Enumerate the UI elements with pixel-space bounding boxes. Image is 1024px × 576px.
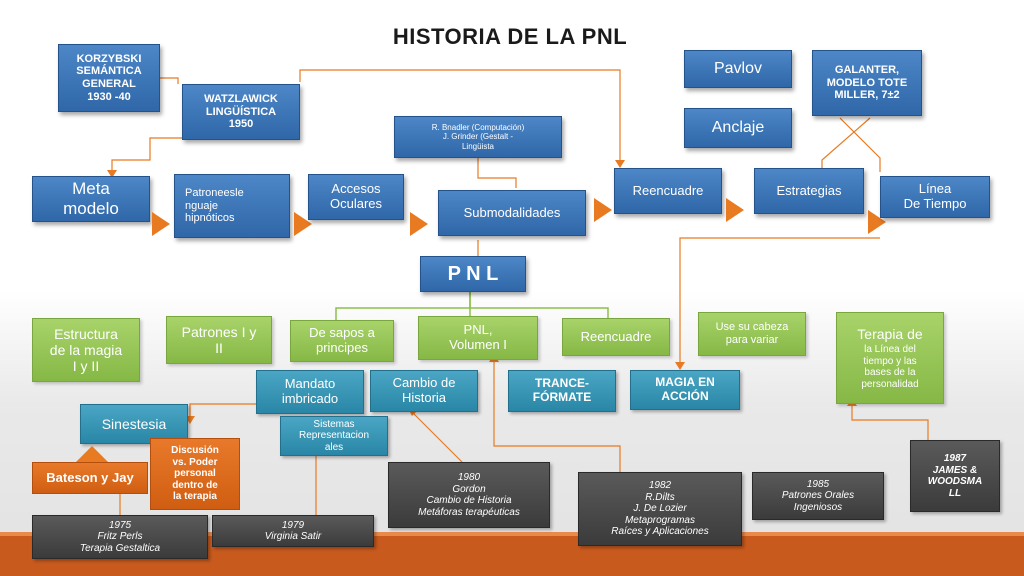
mandato-imbricado-box: Mandato imbricado — [256, 370, 364, 414]
link-watzlawick-meta — [111, 137, 210, 172]
estructura-magia-box: Estructura de la magia I y II — [32, 318, 140, 382]
bateson-arrowhead — [74, 446, 110, 464]
arrowhead-magia — [675, 362, 685, 370]
year-1979-box: 1979 Virginia Satir — [212, 515, 374, 547]
accesos-oculares-box: Accesos Oculares — [308, 174, 404, 220]
use-su-cabeza-box: Use su cabeza para variar — [698, 312, 806, 356]
link-korzybski-watzlawick — [160, 77, 179, 84]
year-1982-box: 1982 R.Dilts J. De Lozier Metaprogramas … — [578, 472, 742, 546]
watzlawick-box: WATZLAWICK LINGÜÍSTICA 1950 — [182, 84, 300, 140]
pnl-hub-box: P N L — [420, 256, 526, 292]
terapia-title: Terapia de — [857, 325, 923, 342]
link-mandato-sinestesia — [189, 403, 262, 418]
submodalidades-box: Submodalidades — [438, 190, 586, 236]
estrategias-box: Estrategias — [754, 168, 864, 214]
flow-arrow-1 — [152, 212, 170, 236]
trance-formate-box: TRANCE- FÓRMATE — [508, 370, 616, 412]
galanter-box: GALANTER, MODELO TOTE MILLER, 7±2 — [812, 50, 922, 116]
patrones-hipnoticos-box: Patroneesle nguaje hipnóticos — [174, 174, 290, 238]
footer-bar-highlight — [0, 532, 1024, 536]
korzybski-box: KORZYBSKI SEMÁNTICA GENERAL 1930 -40 — [58, 44, 160, 112]
link-linea-magia — [679, 237, 880, 366]
sapos-principes-box: De sapos a principes — [290, 320, 394, 362]
link-1980-cambio — [411, 411, 463, 463]
link-watzlawick-pavlov — [299, 69, 621, 162]
terapia-linea-box: Terapia de la Línea del tiempo y las bas… — [836, 312, 944, 404]
arrowhead-pavlov — [615, 160, 625, 168]
link-pnl-reencuadre — [470, 307, 609, 318]
year-1987-box: 1987 JAMES & WOODSMA LL — [910, 440, 1000, 512]
year-1975-box: 1975 Fritz Perls Terapia Gestaltica — [32, 515, 208, 559]
year-1980-box: 1980 Gordon Cambio de Historia Metáforas… — [388, 462, 550, 528]
arrowhead-meta — [107, 170, 117, 178]
pnl-volumen-box: PNL, Volumen I — [418, 316, 538, 360]
bandler-grinder-box: R. Bnadler (Computación) J. Grinder (Ges… — [394, 116, 562, 158]
discusion-poder-box: Discusión vs. Poder personal dentro de l… — [150, 438, 240, 510]
page-title: HISTORIA DE LA PNL — [392, 24, 628, 49]
flow-arrow-2 — [294, 212, 312, 236]
terapia-subtitle: la Línea del tiempo y las bases de la pe… — [861, 344, 919, 390]
link-galanter-estrategias — [821, 117, 871, 170]
link-1987-terapia — [851, 404, 929, 440]
anclaje-box: Anclaje — [684, 108, 792, 148]
linea-tiempo-box: Línea De Tiempo — [880, 176, 990, 218]
meta-modelo-box: Meta modelo — [32, 176, 150, 222]
flow-arrow-4 — [594, 198, 612, 222]
reencuadre-box: Reencuadre — [614, 168, 722, 214]
patrones-box: Patrones I y II — [166, 316, 272, 364]
pavlov-box: Pavlov — [684, 50, 792, 88]
flow-arrow-3 — [410, 212, 428, 236]
year-1985-box: 1985 Patrones Orales Ingeniosos — [752, 472, 884, 520]
link-galanter-linea — [839, 117, 881, 172]
sistemas-representacionales-box: Sistemas Representacion ales — [280, 416, 388, 456]
cambio-historia-box: Cambio de Historia — [370, 370, 478, 412]
flow-arrow-5 — [726, 198, 744, 222]
link-bandler-submod — [477, 158, 517, 188]
reencuadre-green-box: Reencuadre — [562, 318, 670, 356]
link-1982-pnlvol — [493, 360, 621, 472]
sinestesia-box: Sinestesia — [80, 404, 188, 444]
bateson-jay-box: Bateson y Jay — [32, 462, 148, 494]
magia-accion-box: MAGIA EN ACCIÓN — [630, 370, 740, 410]
